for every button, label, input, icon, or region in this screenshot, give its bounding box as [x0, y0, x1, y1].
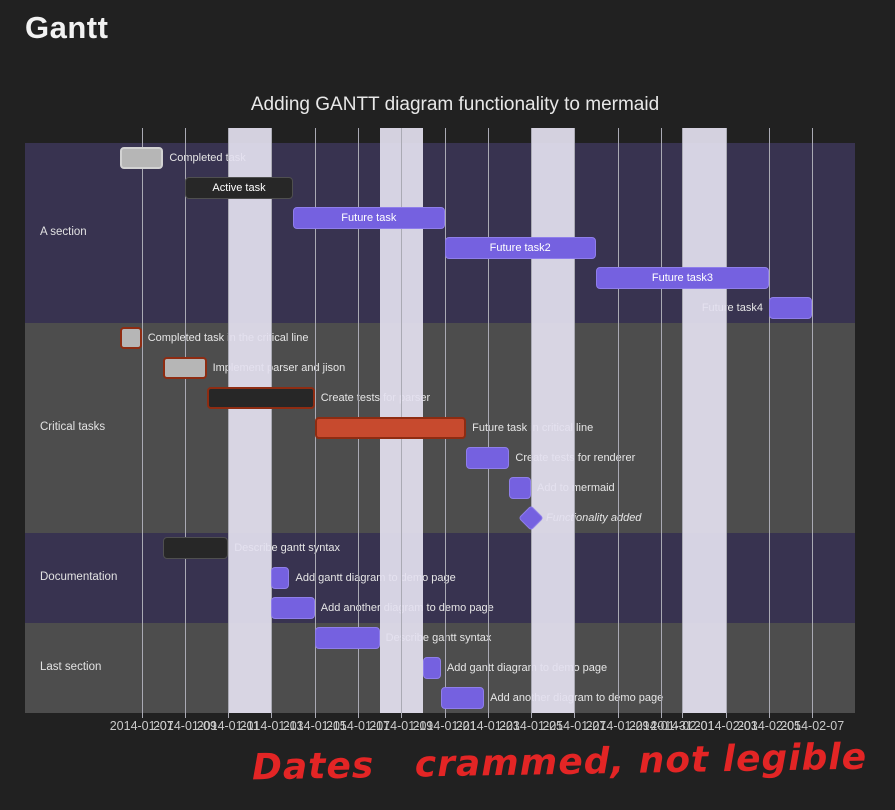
task-bar: Future task3: [595, 267, 769, 289]
task-bar: [271, 597, 315, 619]
axis-tick-label: 2014-02-05: [736, 719, 801, 733]
axis-tick-label: 2014-02-01: [650, 719, 715, 733]
axis-tick-label: 2014-01-09: [152, 719, 217, 733]
page-title: Gantt: [25, 10, 109, 45]
task-bar-label: Active task: [212, 182, 266, 194]
axis-tick-label: 2014-01-23: [455, 719, 520, 733]
axis-tick-label: 2014-01-17: [326, 719, 390, 733]
section-label: A section: [40, 226, 87, 238]
axis-tick-label: 2014-01-15: [282, 719, 347, 733]
gridline: [141, 128, 143, 718]
task-bar: [314, 417, 467, 439]
task-bar: [163, 357, 207, 379]
task-bar-label: Future task: [341, 212, 397, 224]
gridline: [487, 128, 489, 718]
gridline: [768, 128, 770, 718]
task-label: Add gantt diagram to demo page: [446, 662, 608, 674]
task-bar: Future task: [293, 207, 445, 229]
task-bar: Future task2: [444, 237, 596, 259]
gridline: [574, 128, 576, 718]
task-label: Add gantt diagram to demo page: [295, 572, 456, 584]
task-bar: [163, 537, 229, 559]
section-label: Documentation: [40, 571, 118, 583]
gridline: [228, 128, 230, 718]
gridline: [682, 128, 684, 718]
axis-tick-label: 2014-01-29: [585, 719, 650, 733]
task-bar: [271, 567, 290, 589]
axis-tick-label: 2014-02-03: [693, 719, 758, 733]
task-bar: [422, 657, 441, 679]
axis-tick-label: 2014-01-11: [196, 719, 260, 733]
gridline: [271, 128, 273, 718]
gridline: [660, 128, 662, 718]
axis-tick-label: 2014-02-07: [780, 719, 845, 733]
axis-tick-label: 2014-01-19: [369, 719, 434, 733]
axis-tick-label: 2014-01-27: [542, 719, 607, 733]
task-bar-label: Future task3: [651, 272, 713, 284]
task-bar: [206, 387, 315, 409]
axis-tick-label: 2014-01-31: [628, 719, 693, 733]
excluded-range-band: [531, 128, 575, 713]
gridline: [725, 128, 727, 718]
task-bar: [120, 327, 142, 349]
task-bar: [120, 147, 164, 169]
task-bar: [440, 687, 485, 709]
axis-tick-label: 2014-01-07: [109, 719, 174, 733]
task-bar: Active task: [184, 177, 294, 199]
task-bar: [509, 477, 532, 499]
axis-tick-label: 2014-01-21: [412, 719, 477, 733]
task-label: Add another diagram to demo page: [490, 692, 664, 704]
task-bar: [466, 447, 510, 469]
axis-tick-label: 2014-01-13: [239, 719, 304, 733]
gridline: [617, 128, 619, 718]
task-bar-label: Future task2: [489, 242, 551, 254]
task-bar: [314, 627, 380, 649]
chart-title: Adding GANTT diagram functionality to me…: [250, 94, 660, 115]
gridline: [184, 128, 186, 718]
section-label: Critical tasks: [40, 421, 106, 433]
task-bar: [768, 297, 813, 319]
gridline: [531, 128, 533, 718]
axis-tick-label: 2014-01-25: [499, 719, 564, 733]
excluded-range-band: [682, 128, 726, 713]
task-label: Completed task: [169, 152, 246, 164]
excluded-range-band: [228, 128, 272, 713]
section-label: Last section: [40, 661, 102, 673]
gridline: [812, 128, 814, 718]
